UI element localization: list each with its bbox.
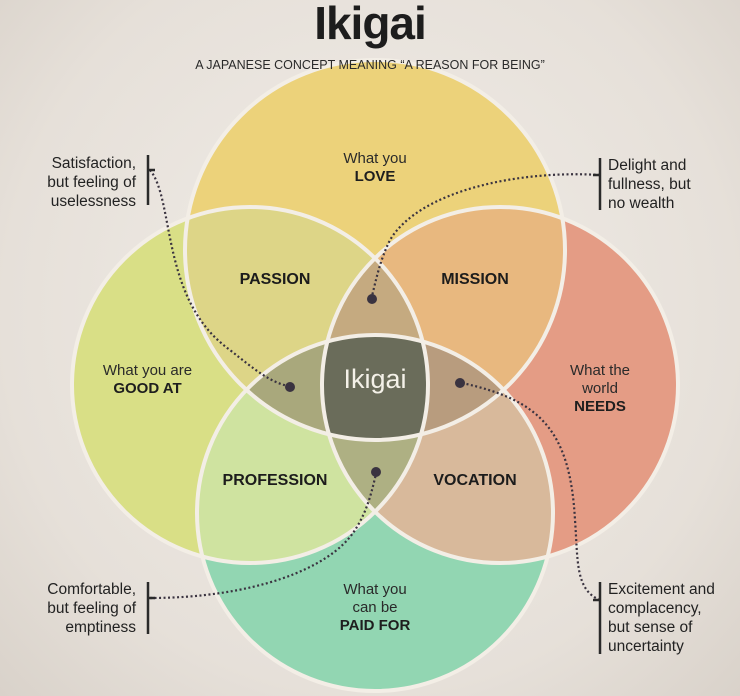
region-label-vocation: VOCATION — [433, 472, 517, 489]
label-love-line1: What you — [343, 150, 407, 167]
note-top-right: Delight and fullness, but no wealth — [608, 156, 738, 213]
region-label-mission: MISSION — [441, 271, 509, 288]
note-line: no wealth — [608, 195, 675, 212]
note-line: complacency, — [608, 600, 702, 617]
note-line: uncertainty — [608, 638, 684, 655]
note-bottom-right: Excitement and complacency, but sense of… — [608, 580, 738, 656]
region-label-passion: PASSION — [239, 271, 311, 288]
label-needs-line2: world — [582, 380, 618, 397]
label-needs: What the world NEEDS — [540, 362, 660, 416]
page-title: Ikigai — [314, 0, 427, 49]
note-line: emptiness — [65, 619, 136, 636]
region-label-ikigai: Ikigai — [343, 364, 407, 394]
circle-outlines — [70, 58, 680, 693]
label-love-title: LOVE — [354, 168, 396, 185]
note-bottom-left: Comfortable, but feeling of emptiness — [10, 580, 136, 637]
note-line: but feeling of — [47, 174, 136, 191]
region-label-profession: PROFESSION — [222, 472, 328, 489]
label-needs-line1: What the — [569, 362, 631, 379]
label-good-at-line1: What you are — [102, 362, 193, 379]
note-line: Delight and — [608, 157, 687, 174]
label-love: What you LOVE — [300, 150, 450, 186]
note-line: but sense of — [608, 619, 693, 636]
label-good-at: What you are GOOD AT — [80, 362, 215, 398]
page-subtitle: A JAPANESE CONCEPT MEANING “A REASON FOR… — [195, 58, 545, 72]
label-paid-for: What you can be PAID FOR — [300, 581, 450, 635]
note-top-left: Satisfaction, but feeling of uselessness — [10, 154, 136, 211]
note-line: fullness, but — [608, 176, 691, 193]
label-good-at-title: GOOD AT — [113, 380, 182, 397]
note-line: Satisfaction, — [51, 155, 136, 172]
label-paid-for-line1: What you — [343, 581, 407, 598]
label-paid-for-line2: can be — [352, 599, 398, 616]
label-needs-title: NEEDS — [574, 398, 626, 415]
note-line: Excitement and — [608, 581, 715, 598]
label-paid-for-title: PAID FOR — [339, 617, 411, 634]
connector-dots — [285, 294, 465, 477]
note-line: uselessness — [50, 193, 136, 210]
note-brackets — [146, 155, 602, 654]
note-line: but feeling of — [47, 600, 136, 617]
connector-lines — [149, 169, 601, 602]
note-line: Comfortable, — [47, 581, 136, 598]
